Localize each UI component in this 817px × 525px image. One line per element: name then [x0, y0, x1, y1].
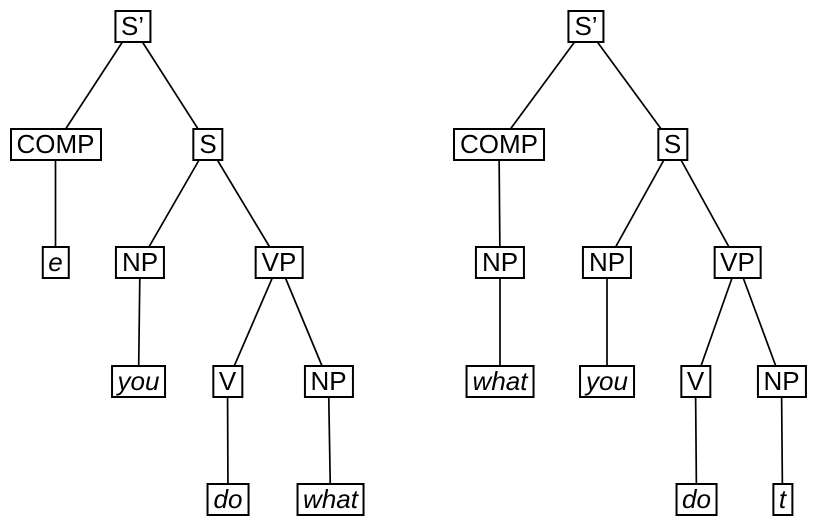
left-node-comp: COMP: [9, 128, 102, 161]
right-node-np-subject: NP: [581, 246, 633, 279]
right-node-comp: COMP: [453, 128, 545, 161]
edge: [226, 381, 229, 500]
edge: [54, 26, 134, 145]
edge: [694, 262, 739, 382]
left-node-np-object: NP: [303, 365, 354, 398]
left-node-s-bar: S’: [113, 10, 152, 43]
right-node-v: V: [679, 365, 712, 398]
edge: [736, 262, 783, 382]
left-terminal-e: e: [41, 246, 70, 279]
left-terminal-you: you: [110, 365, 167, 398]
right-node-s-bar: S’: [567, 10, 605, 43]
left-node-vp: VP: [254, 246, 304, 279]
edge: [137, 262, 141, 382]
right-node-s: S: [656, 128, 689, 161]
right-terminal-do: do: [675, 483, 718, 516]
edge: [498, 25, 587, 146]
left-node-np-subject: NP: [114, 246, 166, 279]
right-node-np-comp: NP: [474, 246, 526, 279]
right-terminal-t: t: [771, 483, 794, 516]
edge: [139, 144, 209, 263]
edge: [131, 26, 209, 145]
edge: [606, 144, 674, 263]
right-terminal-you: you: [579, 365, 635, 398]
edge: [671, 144, 739, 263]
edge: [207, 144, 280, 263]
right-node-np-object: NP: [756, 365, 807, 398]
edge: [498, 144, 501, 263]
edge: [327, 381, 332, 500]
left-node-s: S: [192, 128, 224, 161]
left-node-v: V: [211, 365, 244, 398]
edge: [585, 25, 674, 146]
right-terminal-what: what: [465, 365, 535, 398]
edge: [694, 381, 698, 500]
edge: [278, 262, 330, 382]
right-node-vp: VP: [713, 246, 762, 279]
left-terminal-do: do: [206, 483, 250, 516]
left-terminal-what: what: [296, 483, 365, 516]
edge: [780, 381, 784, 500]
edge: [226, 262, 280, 382]
